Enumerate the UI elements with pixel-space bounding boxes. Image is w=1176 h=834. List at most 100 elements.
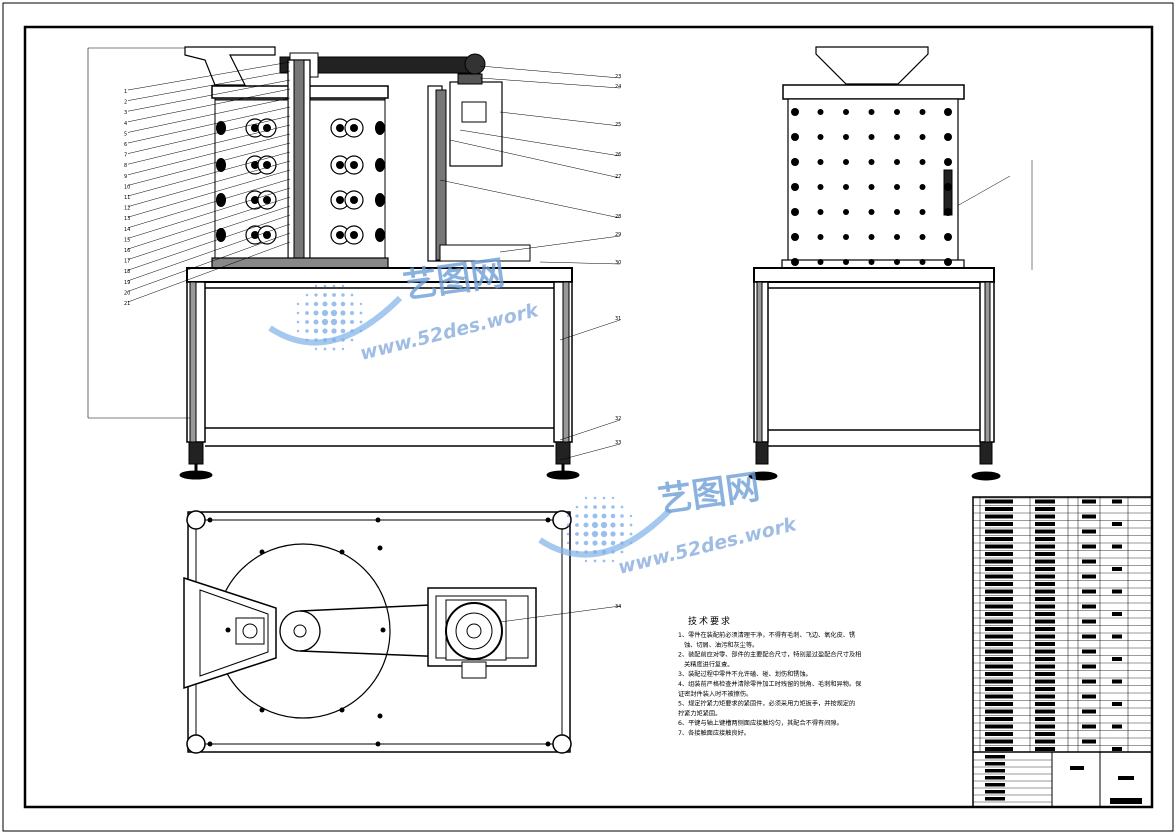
roller-dot <box>791 183 799 191</box>
roller-dot <box>817 159 824 165</box>
watermark-globe-icon <box>268 284 403 351</box>
leader-line <box>127 223 291 282</box>
roller-dot <box>944 158 952 166</box>
bolt-hole <box>259 707 265 713</box>
bolt-hole <box>375 741 381 747</box>
roller-dot <box>843 234 849 240</box>
bolt-hole <box>207 517 213 523</box>
roller-dot <box>868 134 875 140</box>
leader-line <box>479 65 621 79</box>
roller-dot <box>791 233 799 241</box>
roller-dot <box>944 233 952 241</box>
roller-dot <box>843 259 849 265</box>
part-number: 10 <box>124 184 130 190</box>
parts-list-table <box>972 496 1153 808</box>
roller-icon <box>344 118 364 138</box>
roller-dot <box>868 259 875 265</box>
leader-line <box>127 214 291 271</box>
roller-dot <box>919 134 926 140</box>
roller-dot <box>843 159 849 165</box>
part-leader-lines <box>127 61 1011 461</box>
roller-dot <box>894 234 900 240</box>
roller-dot <box>919 184 926 190</box>
leader-line <box>539 261 621 265</box>
part-number: 16 <box>124 248 130 254</box>
part-number: 7 <box>124 153 127 159</box>
roller-icon <box>257 190 277 210</box>
part-number: 8 <box>124 163 127 169</box>
tech-requirements-title: 技术要求 <box>688 615 732 627</box>
part-number: 18 <box>124 269 130 275</box>
leader-line <box>127 115 291 154</box>
roller-icon <box>344 155 364 175</box>
bolt-icon <box>375 228 385 242</box>
leader-line <box>127 187 291 239</box>
part-number: 6 <box>124 142 127 148</box>
leader-line <box>127 70 291 101</box>
tech-requirements-lines: 1、零件在装配前必须清理干净，不得有毛刺、飞边、氧化皮、锈蚀、切屑、油污和灰尘等… <box>678 631 862 737</box>
roller-dot <box>843 109 849 115</box>
watermark-globe-icon <box>538 496 673 563</box>
part-number: 3 <box>124 110 127 116</box>
bolt-hole <box>380 627 386 633</box>
leader-line <box>439 179 621 219</box>
tech-requirement-line: 3、装配过程中零件不允许磕、碰、划伤和锈蚀。 <box>678 670 812 678</box>
roller-dot <box>817 234 824 240</box>
bolt-hole <box>339 549 345 555</box>
roller-icon <box>344 190 364 210</box>
bolt-hole <box>545 741 551 747</box>
leader-line <box>559 319 621 341</box>
leader-line <box>127 241 291 303</box>
part-number-labels: 1234567891011121314151617181920212324252… <box>124 74 621 610</box>
part-number: 26 <box>615 152 621 158</box>
leader-line <box>499 235 621 253</box>
leader-line <box>127 196 291 250</box>
roller-icon <box>344 225 364 245</box>
watermark-url: www.52des.work <box>616 513 800 579</box>
roller-dot <box>944 133 952 141</box>
roller-dot <box>894 159 900 165</box>
tech-requirements: 技术要求 1、零件在装配前必须清理干净，不得有毛刺、飞边、氧化皮、锈蚀、切屑、油… <box>678 615 862 737</box>
roller-dot <box>944 258 952 266</box>
bolt-hole <box>545 517 551 523</box>
roller-dot <box>944 183 952 191</box>
roller-dot <box>817 259 824 265</box>
bolt-hole <box>207 741 213 747</box>
part-number: 31 <box>615 316 621 322</box>
leader-line <box>127 97 291 133</box>
leader-line <box>127 205 291 260</box>
tech-requirement-line: 蚀、切屑、油污和灰尘等。 <box>684 641 758 649</box>
plan-bolt-holes <box>207 517 551 747</box>
front-view <box>87 46 580 480</box>
roller-dot <box>944 108 952 116</box>
bolt-hole <box>377 545 383 551</box>
tech-requirement-line: 2、装配前应对零、部件的主要配合尺寸，特别是过盈配合尺寸及相 <box>678 651 861 659</box>
bolt-hole <box>375 517 381 523</box>
part-number: 27 <box>615 174 621 180</box>
part-number: 24 <box>615 84 621 90</box>
roller-dot <box>919 209 926 215</box>
tech-requirement-line: 7、各接触面应接触良好。 <box>678 729 750 737</box>
part-number: 9 <box>124 174 127 180</box>
roller-dot <box>843 184 849 190</box>
roller-dot <box>894 259 900 265</box>
watermark-2: 艺图网 www.52des.work <box>538 467 800 579</box>
leader-line <box>127 151 291 197</box>
part-number: 20 <box>124 290 130 296</box>
part-number: 5 <box>124 131 127 137</box>
part-number: 2 <box>124 100 127 106</box>
part-number: 34 <box>615 604 621 610</box>
drawing-border <box>23 25 1154 809</box>
bolt-hole <box>377 713 383 719</box>
roller-dot <box>868 184 875 190</box>
roller-icon <box>330 155 350 175</box>
part-number: 28 <box>615 214 621 220</box>
bolt-hole <box>259 549 265 555</box>
part-number: 30 <box>615 260 621 266</box>
leader-line <box>127 133 291 176</box>
leader-line <box>127 79 291 112</box>
roller-dot <box>919 159 926 165</box>
leader-line <box>127 61 291 91</box>
